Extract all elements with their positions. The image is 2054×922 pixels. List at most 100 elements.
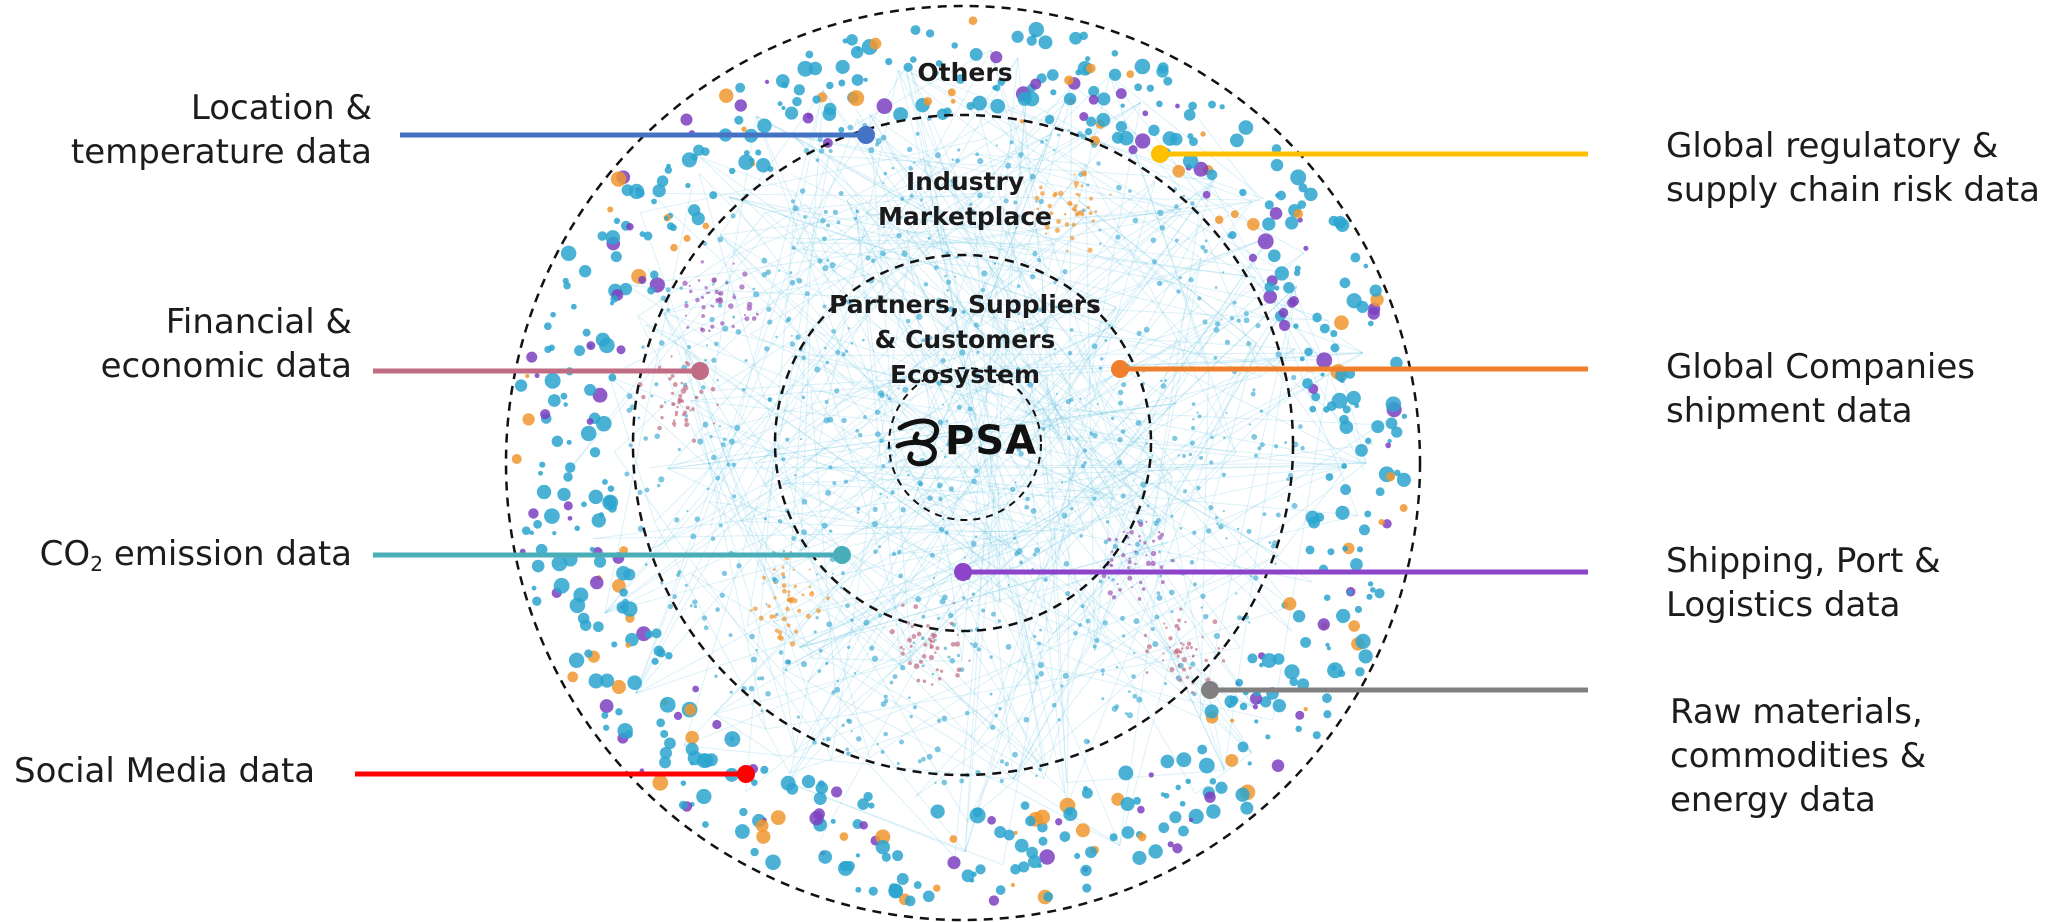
network-edge	[908, 95, 1072, 261]
network-node	[1259, 442, 1265, 448]
network-node	[531, 559, 545, 573]
network-node	[757, 118, 772, 134]
network-edge	[1012, 648, 1114, 780]
network-edge	[714, 713, 782, 759]
network-edge	[973, 210, 1001, 603]
network-node	[1014, 428, 1021, 435]
network-node	[1150, 237, 1157, 243]
network-node	[650, 270, 659, 280]
network-node	[1261, 653, 1277, 668]
network-edge	[1017, 606, 1045, 769]
network-node	[836, 220, 841, 225]
network-node	[1133, 796, 1141, 805]
label-line: Raw materials,	[1670, 692, 1923, 732]
network-node	[1034, 195, 1040, 201]
network-node	[1026, 35, 1037, 46]
network-node	[1213, 327, 1220, 333]
network-edge	[667, 236, 1270, 470]
inner-ring	[773, 253, 1153, 633]
network-edge	[714, 713, 767, 730]
network-node	[709, 435, 713, 439]
network-node	[1137, 805, 1145, 814]
network-edge	[810, 389, 1236, 454]
network-node	[1121, 826, 1135, 839]
network-node	[1216, 522, 1219, 526]
network-node	[701, 385, 706, 390]
network-node	[923, 97, 933, 106]
network-node	[1053, 347, 1057, 351]
network-node	[682, 280, 688, 286]
network-node	[700, 260, 704, 264]
network-node	[1172, 435, 1178, 442]
network-node	[944, 274, 947, 278]
network-node	[1127, 690, 1131, 694]
network-node	[817, 136, 823, 143]
network-node	[934, 651, 937, 654]
network-node	[1117, 389, 1124, 396]
ring-label-line: Industry	[905, 167, 1025, 196]
ring-label-line: & Customers	[874, 325, 1056, 354]
network-node	[1265, 734, 1271, 740]
network-node	[988, 895, 1000, 906]
network-edge	[990, 50, 1154, 564]
network-node	[1103, 539, 1109, 545]
network-edge	[882, 213, 1114, 649]
network-edge	[663, 199, 1260, 315]
network-node	[808, 568, 811, 571]
network-node	[1292, 609, 1306, 623]
network-node	[1086, 63, 1096, 74]
network-edge	[997, 483, 1001, 603]
network-node	[787, 590, 791, 594]
network-edge	[699, 156, 977, 421]
network-edge	[914, 538, 1151, 798]
network-node	[780, 572, 786, 577]
network-edge	[1195, 752, 1253, 794]
network-node	[1172, 164, 1186, 178]
network-node	[1263, 290, 1278, 304]
network-node	[824, 399, 829, 404]
network-node	[1174, 623, 1179, 629]
network-node	[933, 884, 941, 892]
network-node	[789, 279, 796, 286]
network-edge	[690, 400, 797, 753]
network-node	[1101, 573, 1107, 579]
network-node	[1082, 448, 1088, 453]
leader-raw-dot	[1201, 681, 1219, 699]
network-node	[831, 572, 834, 575]
network-node	[1038, 198, 1044, 205]
network-edge	[910, 71, 1079, 459]
network-node	[586, 341, 596, 351]
network-edge	[792, 134, 1182, 210]
network-node	[1203, 613, 1209, 620]
network-node	[1213, 356, 1218, 360]
network-node	[1171, 559, 1175, 563]
network-node	[842, 38, 848, 44]
network-node	[1160, 792, 1166, 797]
network-node	[892, 850, 904, 862]
network-edge	[931, 370, 979, 471]
network-node	[792, 568, 795, 571]
network-node	[671, 402, 675, 406]
network-node	[714, 674, 718, 678]
network-node	[896, 233, 902, 239]
network-edge	[699, 156, 1312, 583]
network-node	[777, 101, 783, 107]
network-node	[859, 821, 868, 830]
network-node	[1012, 751, 1018, 758]
network-node	[1215, 321, 1221, 327]
network-node	[822, 265, 829, 272]
network-edge	[906, 230, 1255, 708]
network-node	[948, 486, 955, 492]
network-node	[968, 209, 975, 215]
network-edge	[964, 101, 1027, 852]
network-edge	[667, 462, 1367, 470]
network-node	[746, 301, 753, 308]
network-node	[514, 379, 528, 392]
network-node	[840, 586, 843, 590]
network-node	[1094, 637, 1100, 644]
network-node	[938, 305, 943, 310]
network-node	[1206, 804, 1221, 819]
network-node	[1291, 502, 1298, 509]
network-node	[848, 90, 865, 107]
network-node	[959, 778, 965, 784]
